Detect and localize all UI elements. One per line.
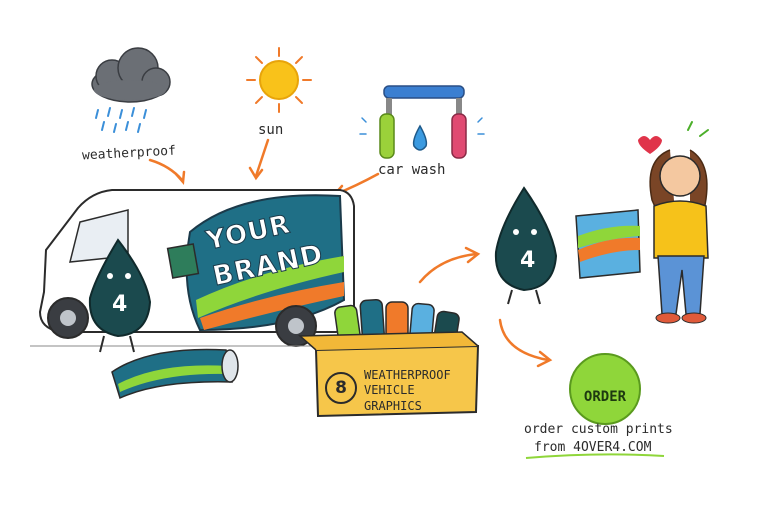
- box-text-line3: GRAPHICS: [364, 399, 422, 413]
- order-button-label: ORDER: [583, 389, 627, 405]
- vinyl-roll: [111, 348, 239, 400]
- right-mascot: [494, 186, 641, 305]
- left-mascot: [88, 238, 200, 353]
- happy-customer: [638, 121, 709, 324]
- underline: [525, 453, 665, 459]
- box-text-line2: VEHICLE: [364, 383, 415, 397]
- cta-line1: order custom prints: [524, 422, 673, 437]
- box-text-line1: WEATHERPROOF: [364, 368, 451, 382]
- sun-label: sun: [258, 122, 284, 138]
- graphics-box: [298, 298, 480, 418]
- arrows: [148, 138, 553, 368]
- order-button[interactable]: ORDER: [569, 353, 641, 425]
- cta-line2: from 4OVER4.COM: [534, 440, 652, 455]
- rain-cloud-icon: [91, 47, 171, 133]
- car-wash-label: car wash: [378, 162, 446, 178]
- right-mascot-number: 4: [520, 248, 536, 273]
- car-wash-icon: [359, 85, 485, 159]
- left-mascot-number: 4: [112, 292, 128, 317]
- box-number-badge: 8: [325, 372, 357, 404]
- sun-icon: [246, 47, 312, 113]
